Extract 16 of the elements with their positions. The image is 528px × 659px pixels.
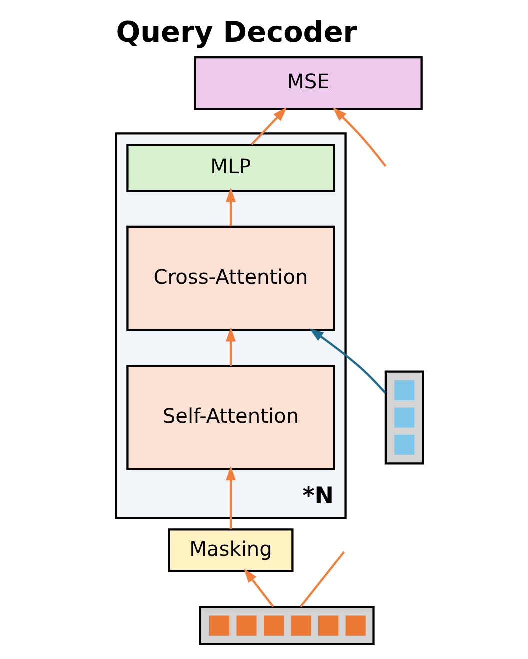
diagram-title: Query Decoder [116, 14, 358, 49]
node-box: Masking [168, 528, 294, 572]
node-bar [199, 606, 375, 646]
arrow [226, 327, 236, 366]
arrow [244, 568, 274, 608]
connector [300, 551, 346, 608]
arrow [226, 188, 236, 226]
arrow [250, 107, 288, 146]
arrow [226, 466, 236, 530]
node-box: Cross-Attention [126, 226, 336, 332]
arrow [332, 107, 387, 168]
node-box: MSE [194, 56, 423, 110]
node-box: Self-Attention [126, 365, 336, 470]
node-box: MLP [126, 144, 336, 192]
arrow [309, 328, 386, 394]
node-bar [384, 370, 424, 465]
